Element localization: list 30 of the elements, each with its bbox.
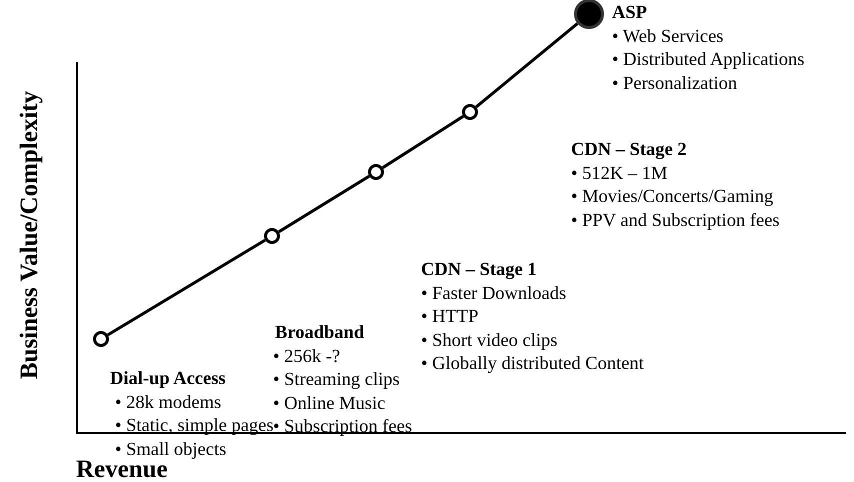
list-item: • Web Services [612, 26, 724, 48]
list-item: • 256k -? [273, 346, 340, 368]
circle-marker [368, 164, 384, 180]
list-item: • Subscription fees [273, 416, 412, 439]
list-item: • Faster Downloads [421, 282, 566, 306]
axis-title: Business Value/Complexity [15, 90, 44, 380]
circle-marker [264, 228, 280, 244]
connector-line [382, 115, 464, 169]
list-item: • Globally distributed Content [421, 353, 644, 376]
list-item: • 28k modems [115, 392, 222, 414]
connector-line [278, 174, 370, 234]
stage-heading: CDN – Stage 1 [421, 259, 537, 282]
circle-marker [462, 104, 478, 120]
stage-heading: Dial-up Access [110, 368, 226, 391]
list-item: • 512K – 1M [571, 162, 668, 186]
connector-line [107, 238, 266, 336]
stage-heading: Broadband [275, 322, 364, 345]
list-item: • Streaming clips [273, 369, 400, 392]
list-item: • PPV and Subscription fees [571, 210, 780, 232]
list-item: • Distributed Applications [612, 49, 804, 72]
connector-line [475, 22, 578, 108]
filled-circle-marker [574, 0, 604, 29]
stage-heading: CDN – Stage 2 [571, 139, 687, 162]
list-item: • HTTP [421, 306, 478, 329]
circle-marker [93, 331, 109, 347]
list-item: • Movies/Concerts/Gaming [571, 186, 774, 209]
list-item: • Online Music [273, 392, 386, 416]
list-item: • Personalization [612, 72, 738, 96]
list-item: • Short video clips [421, 330, 558, 352]
stage-heading: ASP [612, 2, 647, 25]
